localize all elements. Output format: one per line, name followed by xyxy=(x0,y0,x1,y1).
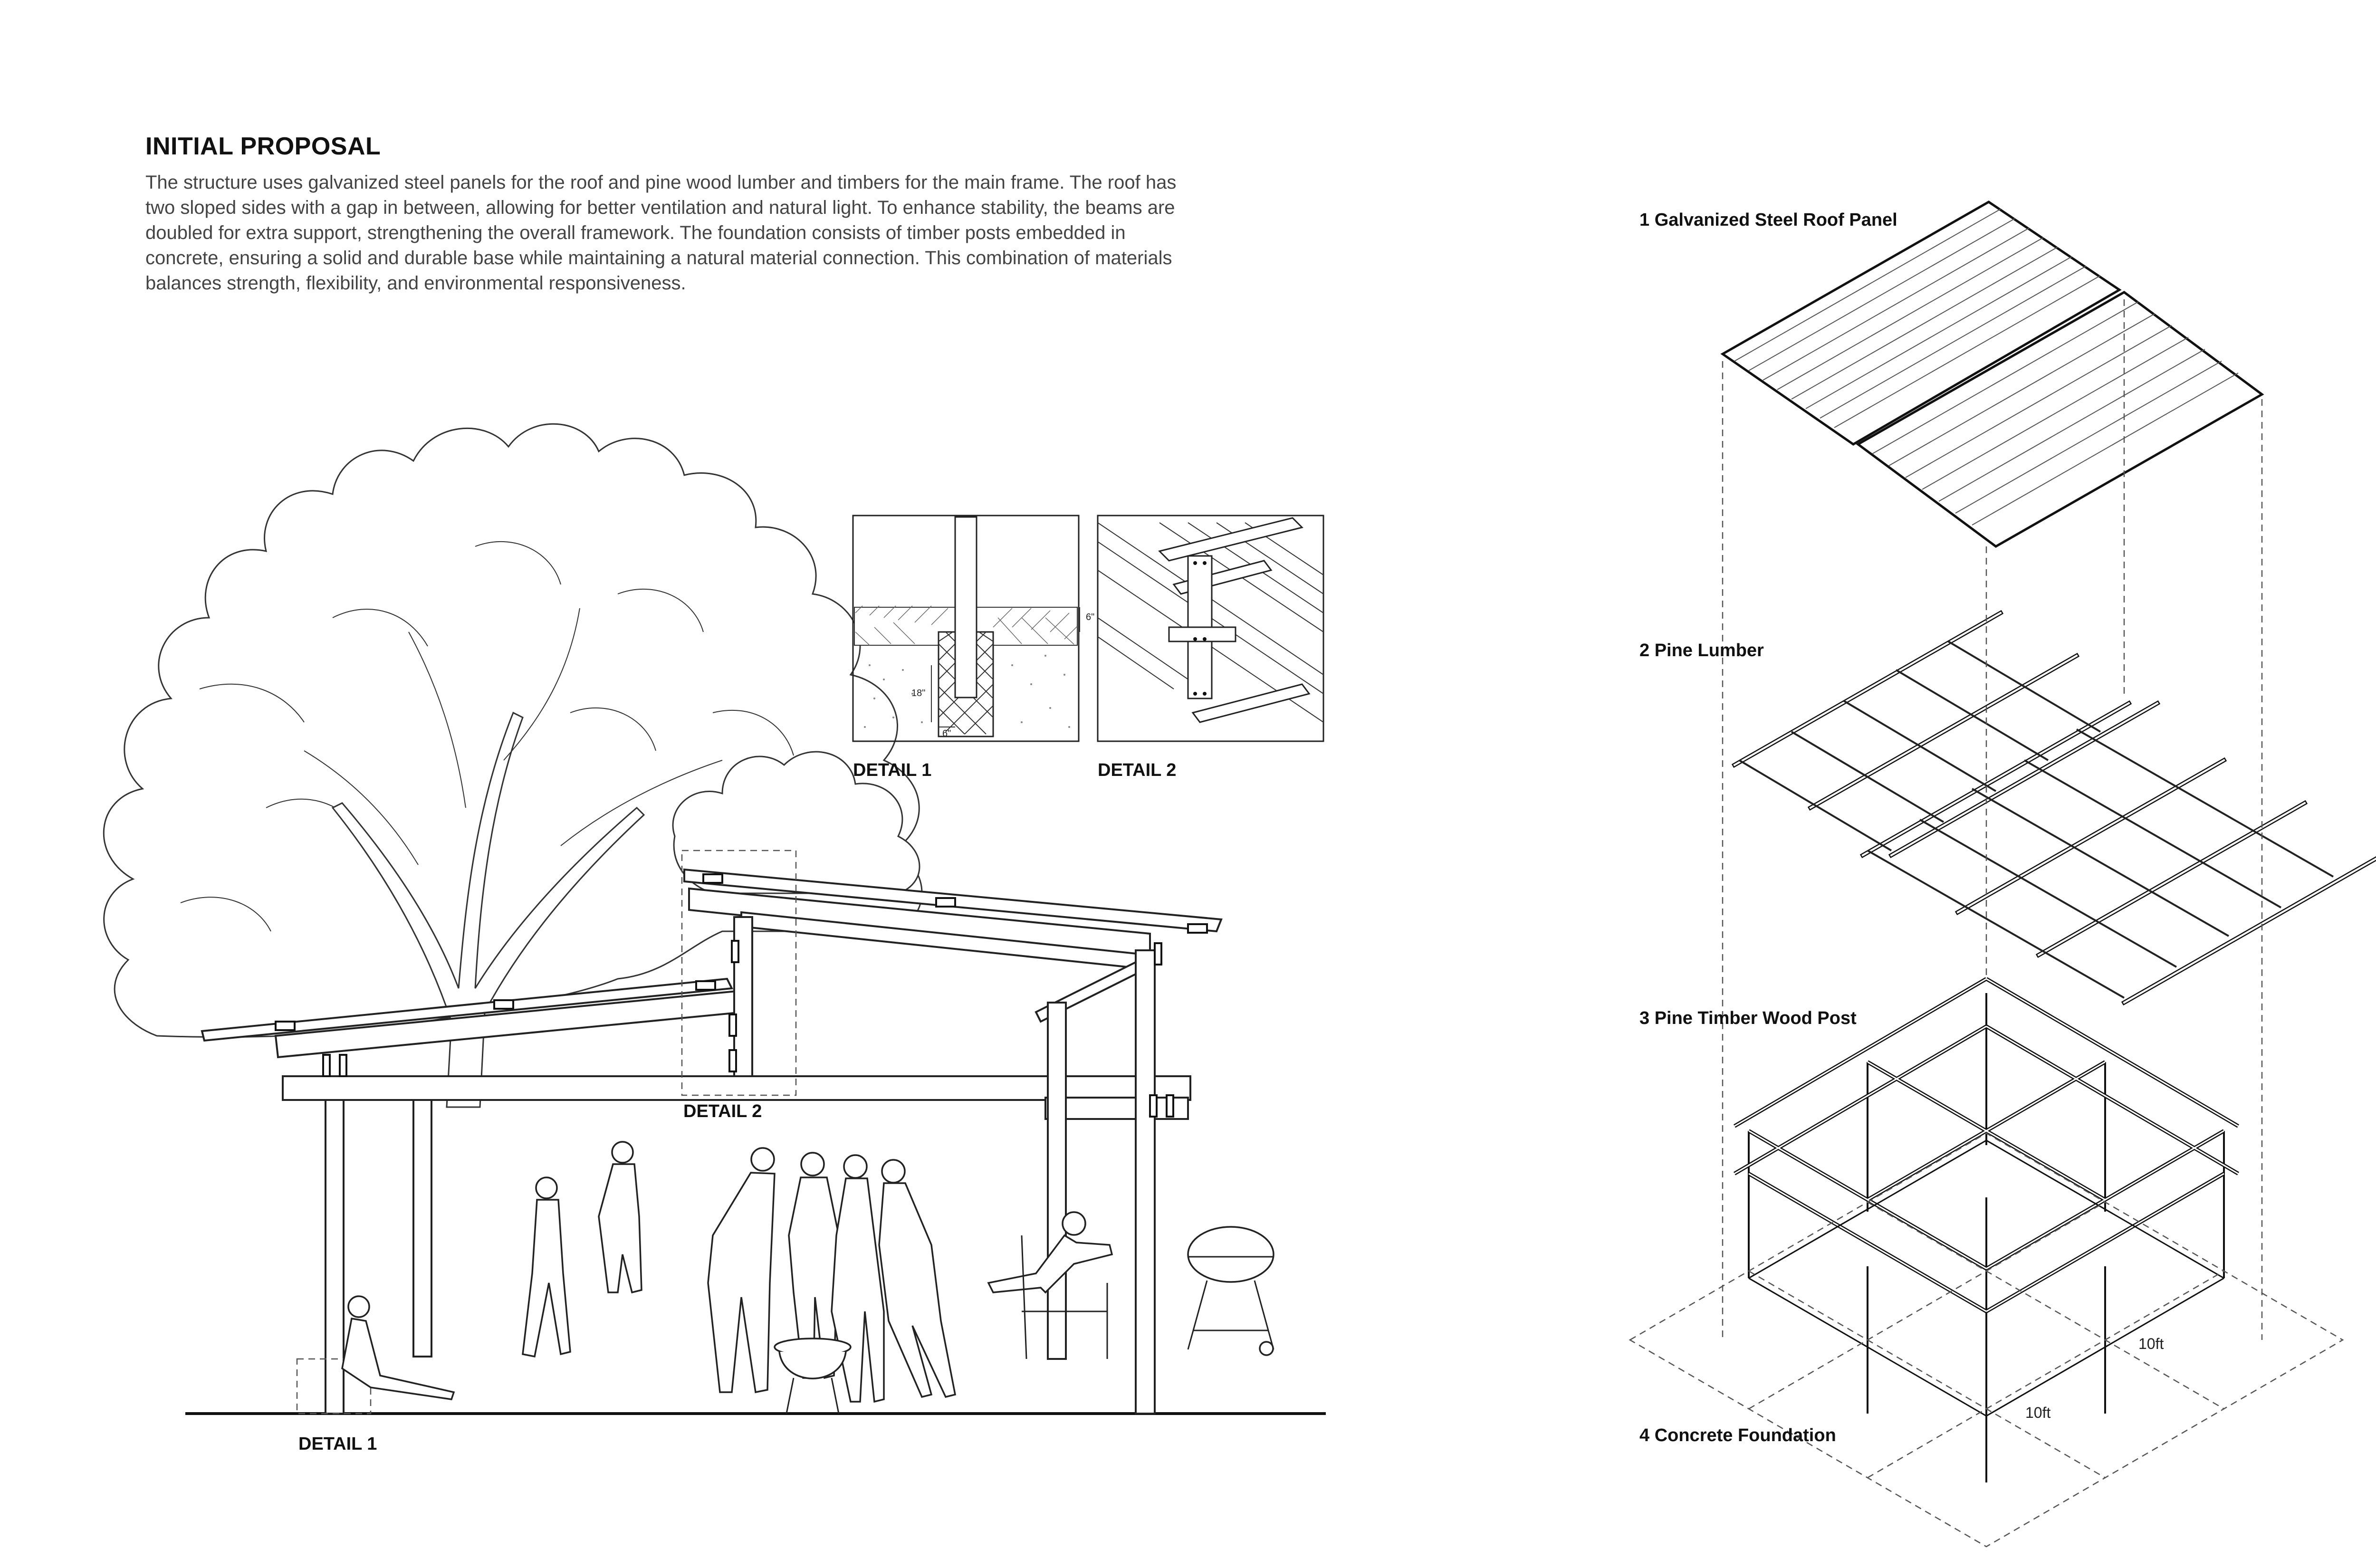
detail1-dim-6-bottom: 6" xyxy=(942,728,951,739)
layer1-label: 1 Galvanized Steel Roof Panel xyxy=(1639,210,1897,230)
person-group-grill xyxy=(707,1147,957,1414)
alignment-lines xyxy=(1722,299,2263,1340)
detail1-drawing xyxy=(852,515,1080,742)
detail2-tag: DETAIL 2 xyxy=(683,1101,762,1121)
detail2-marker xyxy=(681,850,797,1096)
post-2 xyxy=(412,1099,432,1358)
layer4-label: 4 Concrete Foundation xyxy=(1639,1425,1836,1445)
people-group xyxy=(341,1141,1274,1414)
roof-panel-left xyxy=(201,977,734,1042)
main-beam-end xyxy=(1044,1097,1189,1120)
exploded-timber-frame xyxy=(1733,977,2240,1482)
detail1-tag: DETAIL 1 xyxy=(298,1434,377,1454)
layer2-label: 2 Pine Lumber xyxy=(1639,641,1764,660)
detail1-dim-6-top: 6" xyxy=(1086,612,1094,622)
layer3-label: 3 Pine Timber Wood Post xyxy=(1639,1008,1857,1028)
kettle-grill xyxy=(1187,1226,1274,1356)
detail2-drawing xyxy=(1097,515,1324,742)
detail1-title: DETAIL 1 xyxy=(853,760,932,780)
post-1 xyxy=(325,1099,345,1415)
main-beam xyxy=(282,1075,1191,1101)
exploded-foundation-grid xyxy=(1629,1132,2344,1548)
post-5 xyxy=(1135,949,1156,1415)
pavilion-section xyxy=(185,850,1326,1415)
person-seated-chair xyxy=(987,1211,1113,1359)
page-title: INITIAL PROPOSAL xyxy=(145,133,381,160)
detail1-dim-18: 18" xyxy=(911,688,925,698)
proposal-description: The structure uses galvanized steel pane… xyxy=(145,172,1177,294)
detail2-title: DETAIL 2 xyxy=(1098,760,1177,780)
dimension-10ft-right: 10ft xyxy=(2138,1335,2164,1352)
detail1-marker xyxy=(296,1358,372,1415)
post-4 xyxy=(1047,1002,1067,1360)
exploded-lumber-grid xyxy=(1731,610,2376,1006)
person-woman-child xyxy=(522,1141,642,1358)
dimension-10ft-left: 10ft xyxy=(2025,1404,2051,1421)
exploded-roof-panels xyxy=(1720,201,2264,548)
person-reader xyxy=(341,1295,455,1400)
